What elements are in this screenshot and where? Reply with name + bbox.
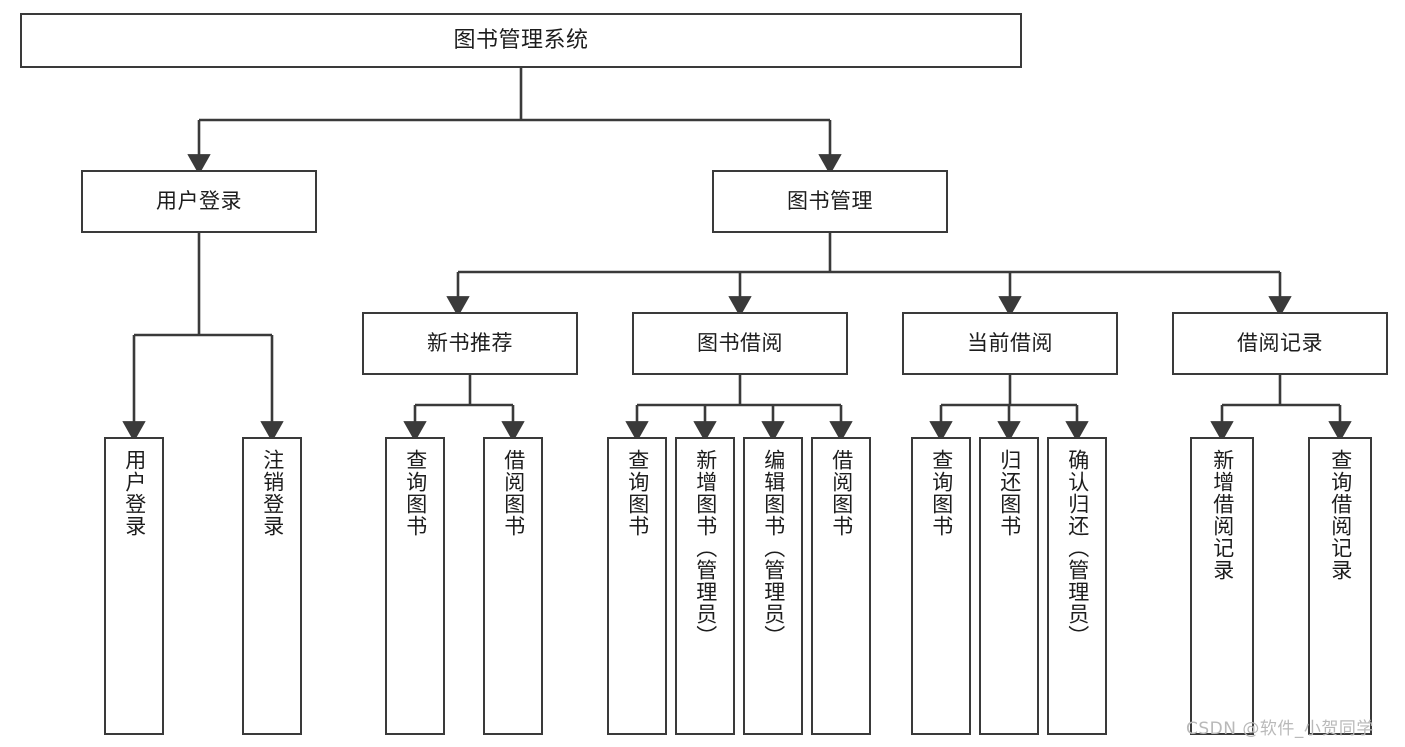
node-label: 用户登录: [122, 449, 147, 537]
node-label: 用户登录: [156, 189, 242, 214]
node-label: 图书借阅: [697, 331, 783, 356]
node-label: 查询图书: [403, 449, 428, 537]
node-user-login[interactable]: 用户登录: [81, 170, 317, 233]
node-book-management[interactable]: 图书管理: [712, 170, 948, 233]
leaf-current-borrow-return-book[interactable]: 归还图书: [979, 437, 1039, 735]
leaf-new-book-query-book[interactable]: 查询图书: [385, 437, 445, 735]
node-label: 查询图书: [929, 449, 954, 537]
node-label: 借阅图书: [501, 449, 526, 537]
leaf-current-borrow-confirm-return-admin[interactable]: 确认归还（管理员）: [1047, 437, 1107, 735]
node-label: 新增图书（管理员）: [693, 449, 718, 647]
node-label: 新书推荐: [427, 331, 513, 356]
leaf-user-login-login[interactable]: 用户登录: [104, 437, 164, 735]
node-current-borrow[interactable]: 当前借阅: [902, 312, 1118, 375]
node-label: 借阅图书: [829, 449, 854, 537]
node-label: 图书管理系统: [453, 27, 589, 53]
node-root-book-management-system[interactable]: 图书管理系统: [20, 13, 1022, 68]
leaf-book-borrow-add-book-admin[interactable]: 新增图书（管理员）: [675, 437, 735, 735]
leaf-borrow-record-add-record[interactable]: 新增借阅记录: [1190, 437, 1254, 735]
leaf-book-borrow-borrow-book[interactable]: 借阅图书: [811, 437, 871, 735]
leaf-book-borrow-query-book[interactable]: 查询图书: [607, 437, 667, 735]
leaf-user-login-logout[interactable]: 注销登录: [242, 437, 302, 735]
node-label: 归还图书: [997, 449, 1022, 537]
leaf-current-borrow-query-book[interactable]: 查询图书: [911, 437, 971, 735]
leaf-borrow-record-query-record[interactable]: 查询借阅记录: [1308, 437, 1372, 735]
node-label: 确认归还（管理员）: [1065, 449, 1090, 647]
node-label: 注销登录: [260, 449, 285, 537]
node-label: 新增借阅记录: [1210, 449, 1235, 581]
node-label: 查询借阅记录: [1328, 449, 1353, 581]
node-label: 当前借阅: [967, 331, 1053, 356]
node-label: 查询图书: [625, 449, 650, 537]
node-new-book-recommend[interactable]: 新书推荐: [362, 312, 578, 375]
csdn-watermark: CSDN @软件_小贺同学: [1186, 719, 1374, 739]
node-label: 图书管理: [787, 189, 873, 214]
node-label: 借阅记录: [1237, 331, 1323, 356]
node-book-borrow[interactable]: 图书借阅: [632, 312, 848, 375]
node-borrow-record[interactable]: 借阅记录: [1172, 312, 1388, 375]
leaf-new-book-borrow-book[interactable]: 借阅图书: [483, 437, 543, 735]
leaf-book-borrow-edit-book-admin[interactable]: 编辑图书（管理员）: [743, 437, 803, 735]
node-label: 编辑图书（管理员）: [761, 449, 786, 647]
